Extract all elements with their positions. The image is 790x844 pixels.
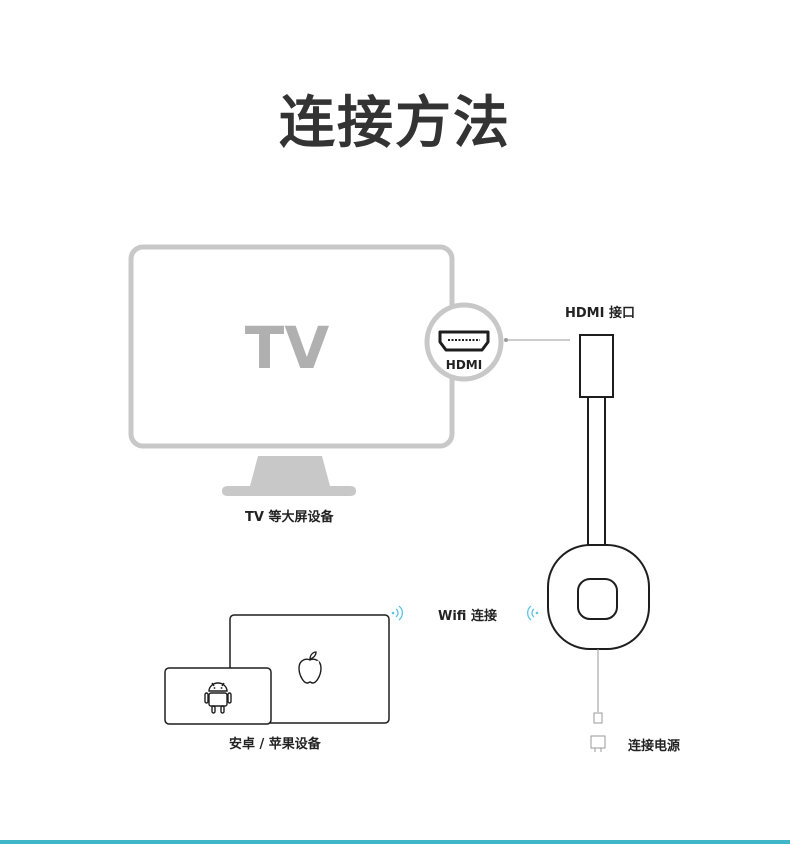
devices-caption: 安卓 / 苹果设备 xyxy=(229,737,321,752)
android-device xyxy=(164,667,272,725)
dongle xyxy=(547,334,650,712)
hdmi-port-icon xyxy=(438,330,490,352)
tv-screen-text: TV xyxy=(245,314,330,382)
hdmi-port-label: HDMI 接口 xyxy=(565,306,635,321)
wifi-label: Wifi 连接 xyxy=(438,609,497,624)
dongle-cable xyxy=(587,397,606,545)
page-title: 连接方法 xyxy=(279,91,511,156)
bottom-accent-bar xyxy=(0,840,790,844)
android-robot-icon xyxy=(204,682,232,714)
hdmi-badge-text: HDMI xyxy=(446,358,482,372)
power-plug-icon xyxy=(590,712,606,752)
hdmi-plug xyxy=(579,334,614,398)
power-label: 连接电源 xyxy=(628,739,681,754)
apple-logo-icon xyxy=(298,651,322,684)
wifi-signal-icon xyxy=(391,605,539,621)
tv-stand xyxy=(222,456,356,496)
hdmi-badge: HDMI xyxy=(424,302,504,382)
dongle-button xyxy=(577,578,618,620)
tv-monitor: TV xyxy=(128,244,455,496)
hdmi-pointer-line xyxy=(504,338,570,342)
tv-caption: TV 等大屏设备 xyxy=(245,510,334,525)
